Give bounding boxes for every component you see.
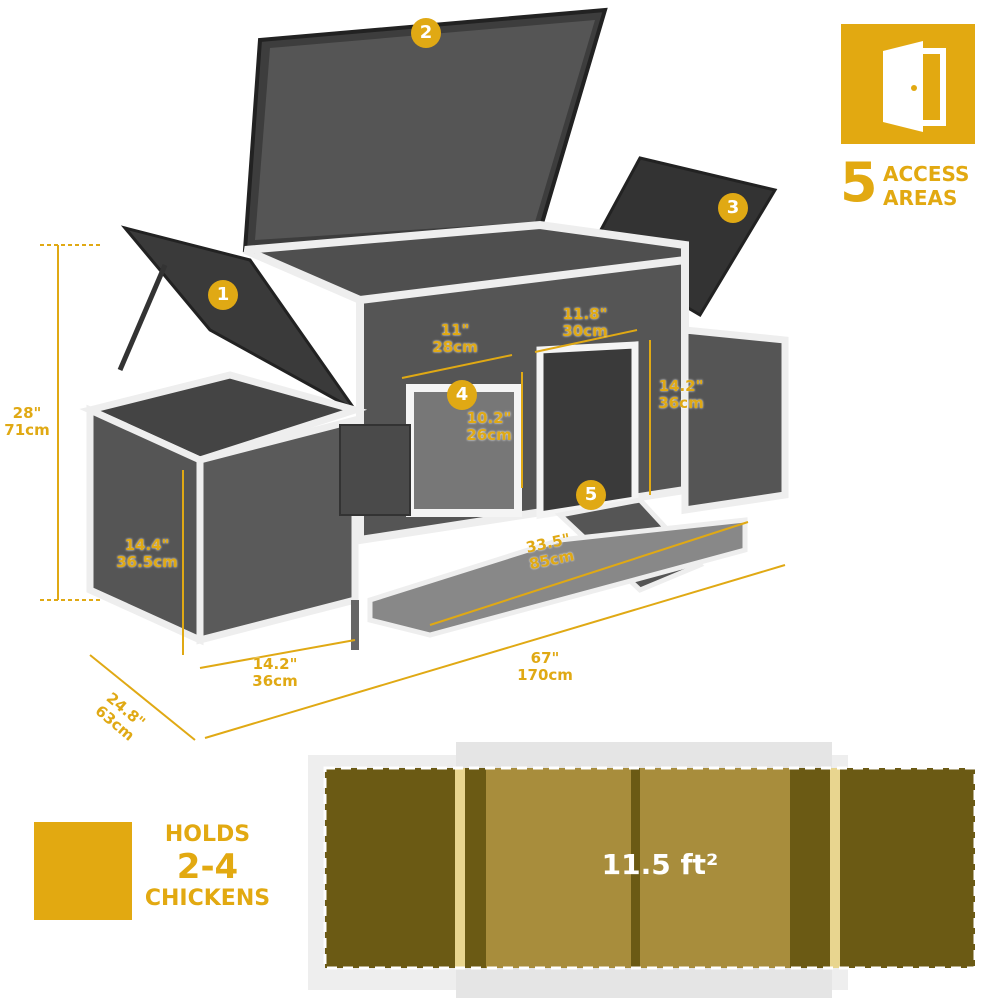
dim-cm: 36cm bbox=[252, 672, 298, 690]
right-nesting-box bbox=[681, 326, 789, 515]
dim-height-total: 28"71cm bbox=[0, 405, 54, 439]
dim-in: 14.2" bbox=[252, 655, 298, 673]
callout-5: 5 bbox=[576, 480, 606, 510]
dim-cm: 71cm bbox=[4, 421, 50, 439]
dim-cm: 28cm bbox=[432, 338, 478, 356]
access-line1: ACCESS bbox=[883, 162, 970, 186]
dim-in: 10.2" bbox=[466, 409, 512, 427]
dim-in: 67" bbox=[530, 649, 560, 667]
pull-out-tray bbox=[367, 517, 748, 638]
dim-window-height: 10.2"26cm bbox=[458, 410, 520, 444]
dim-door-width: 11.8"30cm bbox=[550, 306, 620, 340]
dim-cm: 26cm bbox=[466, 426, 512, 444]
callout-1: 1 bbox=[208, 280, 238, 310]
dim-in: 14.2" bbox=[658, 377, 704, 395]
door-open-icon bbox=[841, 24, 975, 144]
dim-cm: 30cm bbox=[562, 322, 608, 340]
callout-3: 3 bbox=[718, 193, 748, 223]
floor-area-label: 11.5 ft² bbox=[601, 848, 719, 881]
dim-side-height: 14.4"36.5cm bbox=[112, 537, 182, 571]
dim-in: 28" bbox=[12, 404, 42, 422]
dim-in: 14.4" bbox=[124, 536, 170, 554]
dim-length-total: 67"170cm bbox=[505, 650, 585, 684]
capacity-line3: CHICKENS bbox=[144, 886, 271, 911]
dim-side-width: 14.2"36cm bbox=[240, 656, 310, 690]
dim-cm: 170cm bbox=[517, 666, 573, 684]
dim-in: 11" bbox=[440, 321, 470, 339]
dim-cm: 36cm bbox=[658, 394, 704, 412]
dim-door-height: 14.2"36cm bbox=[650, 378, 712, 412]
callout-2: 2 bbox=[411, 18, 441, 48]
access-line2: AREAS bbox=[883, 186, 958, 210]
capacity-line2: 2-4 bbox=[176, 847, 239, 887]
capacity-label: HOLDS 2-4 CHICKENS bbox=[140, 822, 275, 912]
capacity-swatch bbox=[34, 822, 132, 920]
capacity-line1: HOLDS bbox=[164, 822, 251, 847]
callout-4: 4 bbox=[447, 380, 477, 410]
dim-in: 11.8" bbox=[562, 305, 608, 323]
access-count: 5 bbox=[840, 151, 878, 214]
floor-plan bbox=[308, 742, 977, 998]
dim-cm: 36.5cm bbox=[116, 553, 178, 571]
dim-window-width: 11"28cm bbox=[420, 322, 490, 356]
